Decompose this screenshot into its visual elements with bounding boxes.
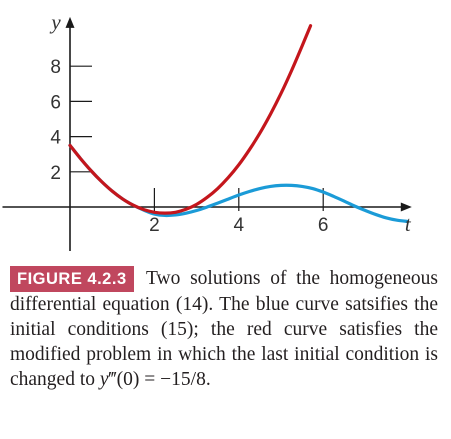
curves — [68, 24, 410, 224]
x-axis-arrow — [400, 202, 412, 212]
y-axis-arrow — [65, 16, 75, 28]
x-tick-label-2: 2 — [149, 215, 160, 236]
figure-caption: FIGURE 4.2.3 Two solutions of the homoge… — [10, 266, 438, 392]
x-axis-label: t — [405, 212, 412, 236]
x-tick-label-4: 4 — [234, 215, 245, 236]
series-curve-0 — [68, 24, 313, 215]
y-tick-label-8: 8 — [50, 57, 61, 78]
caption-equation-variable: y — [99, 369, 109, 390]
labels: 2 4 6 2 4 6 8 t y — [49, 10, 412, 236]
y-tick-label-6: 6 — [50, 92, 61, 113]
y-axis-label: y — [49, 10, 61, 34]
axes — [2, 16, 412, 251]
caption-text: Two solutions of the homogeneous differe… — [10, 268, 438, 390]
x-tick-label-6: 6 — [318, 215, 329, 236]
y-tick-label-4: 4 — [50, 128, 61, 149]
y-tick-label-2: 2 — [50, 163, 61, 184]
figure-plot: 2 4 6 2 4 6 8 t y — [2, 10, 412, 251]
caption-equation: ‴(0) = −15/8. — [108, 369, 211, 390]
caption-label: FIGURE 4.2.3 — [10, 266, 134, 292]
plot-svg: 2 4 6 2 4 6 8 t y — [2, 10, 412, 251]
